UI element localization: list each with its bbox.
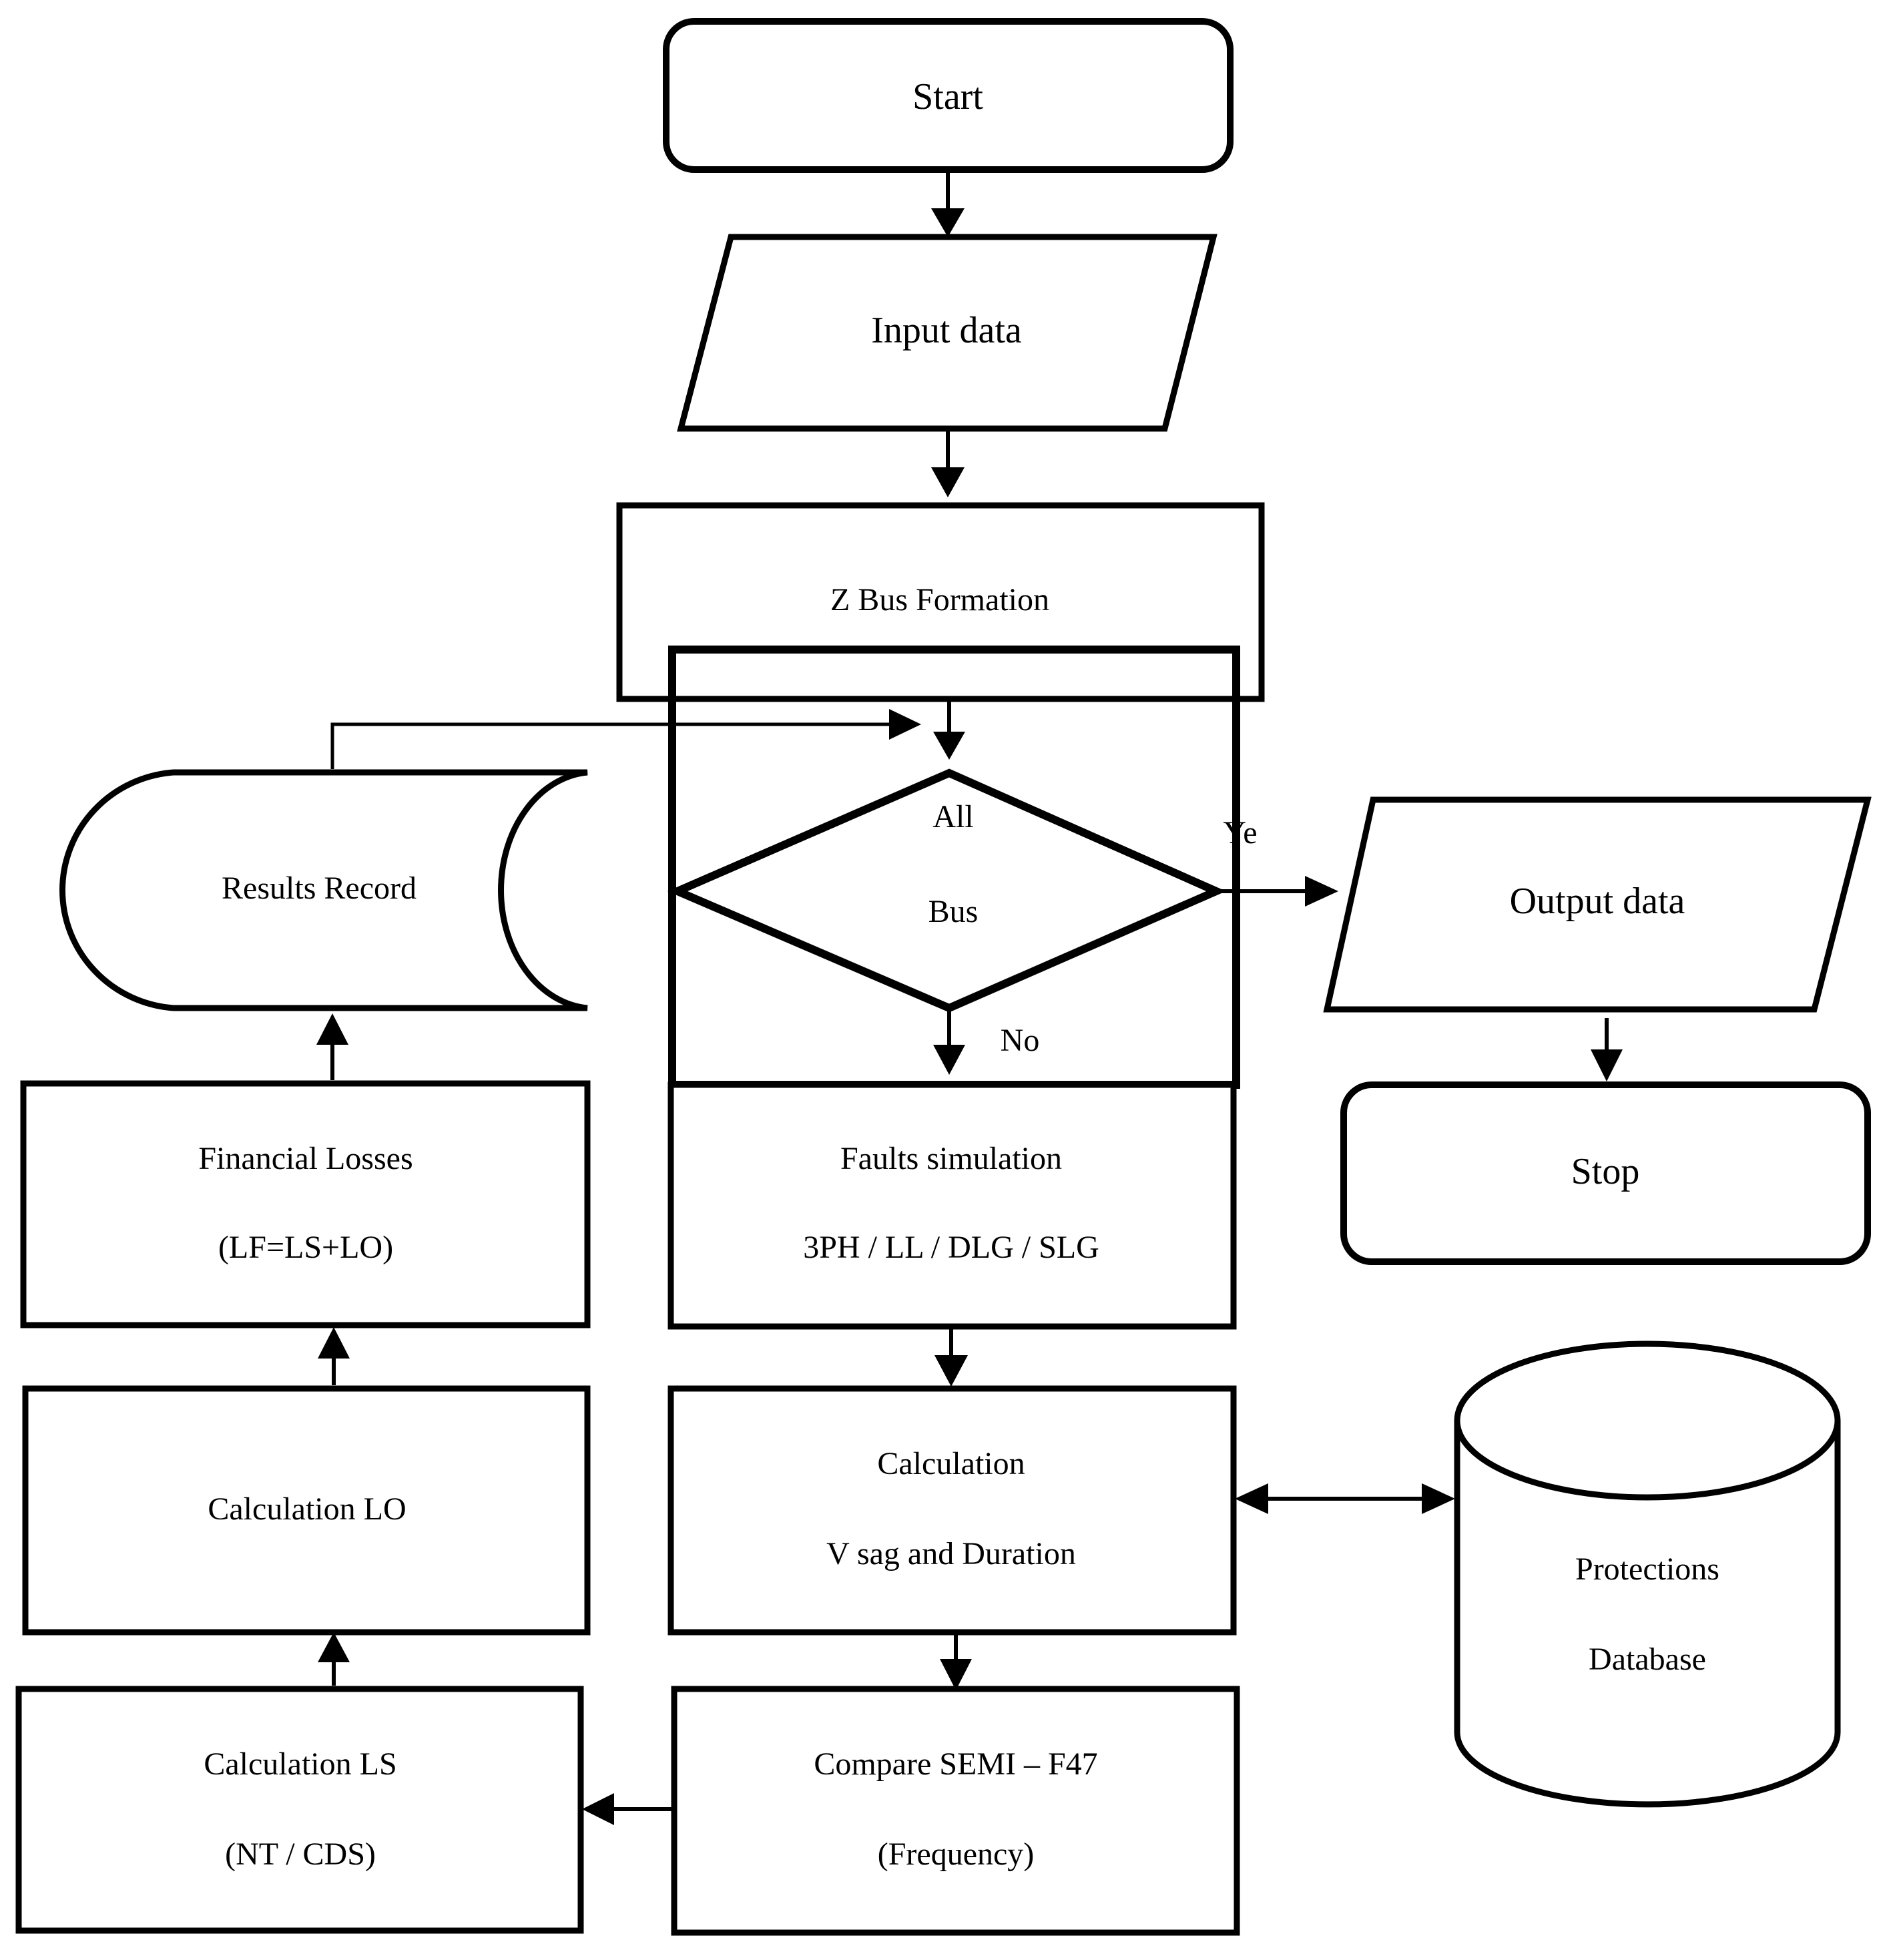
arrowhead-protections: [1422, 1483, 1455, 1514]
label-ls-line2: (NT / CDS): [225, 1836, 376, 1872]
label-yes: Ye: [1223, 815, 1257, 850]
node-calculation-ls: Calculation LS (NT / CDS): [15, 1686, 584, 1934]
edge-results-loop: [330, 722, 894, 769]
arrowhead-results: [316, 1013, 348, 1045]
node-calculation-lo: Calculation LO: [22, 1385, 591, 1636]
label-input-data: Input data: [871, 310, 1022, 351]
label-vsag-line2: V sag and Duration: [826, 1536, 1076, 1571]
arrowhead-stop: [1591, 1049, 1623, 1081]
arrowhead-faults: [933, 1045, 965, 1075]
label-ls-line1: Calculation LS: [204, 1746, 396, 1782]
node-z-bus: [616, 502, 1265, 702]
label-decision-line1: All: [932, 799, 973, 834]
label-compare-line2: (Frequency): [878, 1836, 1035, 1872]
label-protections-line2: Database: [1589, 1642, 1706, 1677]
arrowhead-zbus: [931, 467, 965, 497]
node-input-data: Input data: [677, 234, 1218, 432]
arrowhead-vsag-left: [1235, 1483, 1268, 1514]
label-decision-line2: Bus: [928, 894, 979, 929]
arrowhead-output: [1305, 876, 1338, 907]
node-compare-semi: Compare SEMI – F47 (Frequency): [671, 1686, 1240, 1936]
label-results-record: Results Record: [222, 871, 417, 906]
node-start: Start: [663, 18, 1234, 173]
label-no: No: [1001, 1023, 1040, 1058]
label-financial-line1: Financial Losses: [198, 1141, 413, 1176]
label-financial-line2: (LF=LS+LO): [218, 1230, 393, 1265]
label-protections-line1: Protections: [1575, 1551, 1719, 1587]
nodes: Start Input data Z Bus Formation All Bus…: [15, 18, 1872, 1936]
edges: [316, 170, 1623, 1825]
label-vsag-line1: Calculation: [877, 1446, 1025, 1481]
label-z-bus: Z Bus Formation: [830, 582, 1049, 618]
arrowhead-decision-top: [933, 732, 965, 760]
node-financial-losses: Financial Losses (LF=LS+LO): [20, 1080, 591, 1328]
node-output-data: Output data: [1323, 796, 1872, 1013]
label-start: Start: [912, 76, 983, 117]
node-calculation-vsag: Calculation V sag and Duration: [667, 1385, 1237, 1636]
label-output-data: Output data: [1510, 881, 1685, 922]
label-stop: Stop: [1571, 1151, 1640, 1192]
label-calc-lo: Calculation LO: [208, 1491, 406, 1527]
node-faults-simulation: Faults simulation 3PH / LL / DLG / SLG: [667, 1081, 1237, 1330]
node-protections-database: Protections Database: [1454, 1340, 1841, 1808]
arrowhead-loop: [889, 709, 921, 740]
label-faults-line2: 3PH / LL / DLG / SLG: [803, 1230, 1099, 1265]
arrowhead-financial: [318, 1327, 350, 1359]
arrowhead-vsag: [934, 1355, 968, 1387]
arrowhead-compare: [940, 1659, 972, 1690]
arrowhead-lo: [318, 1632, 350, 1662]
label-faults-line1: Faults simulation: [840, 1141, 1062, 1176]
label-compare-line1: Compare SEMI – F47: [814, 1746, 1097, 1782]
arrowhead-input: [931, 208, 965, 237]
arrowhead-ls: [582, 1793, 614, 1825]
node-results-record: Results Record: [59, 769, 588, 1011]
node-decision-all-bus: All Bus: [667, 768, 1226, 1013]
node-stop: Stop: [1340, 1081, 1871, 1265]
